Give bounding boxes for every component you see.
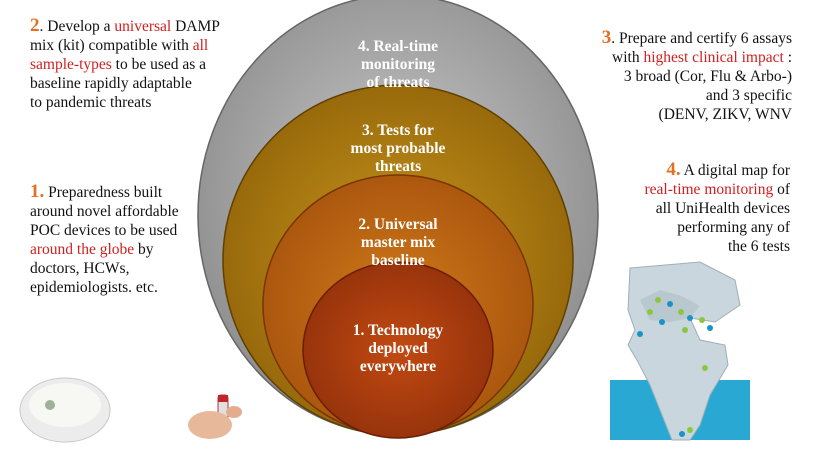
point-1-number: 1. [30, 181, 45, 202]
point-1-text: 1. Preparedness built around novel affor… [30, 181, 179, 296]
poc-device-image [19, 377, 111, 443]
point-2-text: 2. Develop a universal DAMP mix (kit) co… [30, 15, 220, 111]
hand-sample-image [188, 394, 242, 439]
point-3-number: 3 [601, 27, 612, 48]
ring-1 [302, 261, 494, 439]
point-2-number: 2 [30, 15, 40, 36]
point-4-number: 4. [666, 159, 681, 180]
digital-map-image [610, 261, 750, 441]
point-3-text: 3. Prepare and certify 6 assays with hig… [601, 27, 792, 123]
point-4-text: 4. A digital map for real-time monitorin… [644, 159, 791, 255]
